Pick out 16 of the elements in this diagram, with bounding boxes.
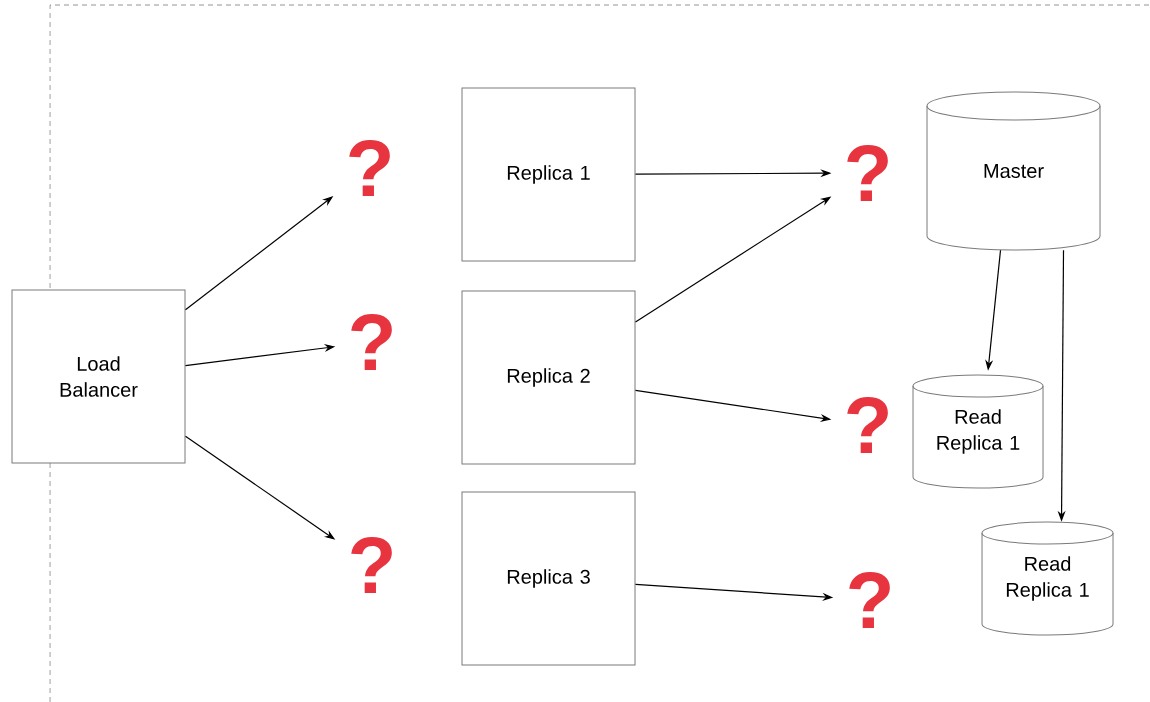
question-mark: ?: [349, 140, 390, 196]
question-mark: ?: [849, 572, 890, 628]
server-box: Replica 2: [461, 290, 636, 465]
question-mark: ?: [351, 537, 392, 593]
node-label: Read Replica 1: [1006, 556, 1089, 601]
question-mark: ?: [847, 397, 888, 453]
database-cylinder: Read Replica 1: [912, 374, 1044, 489]
question-mark: ?: [847, 145, 888, 201]
question-mark: ?: [351, 314, 392, 370]
database-cylinder: Master: [926, 91, 1101, 251]
node-label: Master: [984, 164, 1044, 178]
node-label: Read Replica 1: [937, 409, 1020, 454]
database-cylinder: Read Replica 1: [981, 521, 1114, 636]
server-box: Replica 3: [461, 491, 636, 666]
server-box: Load Balancer: [11, 289, 186, 464]
server-box: Replica 1: [461, 87, 636, 262]
